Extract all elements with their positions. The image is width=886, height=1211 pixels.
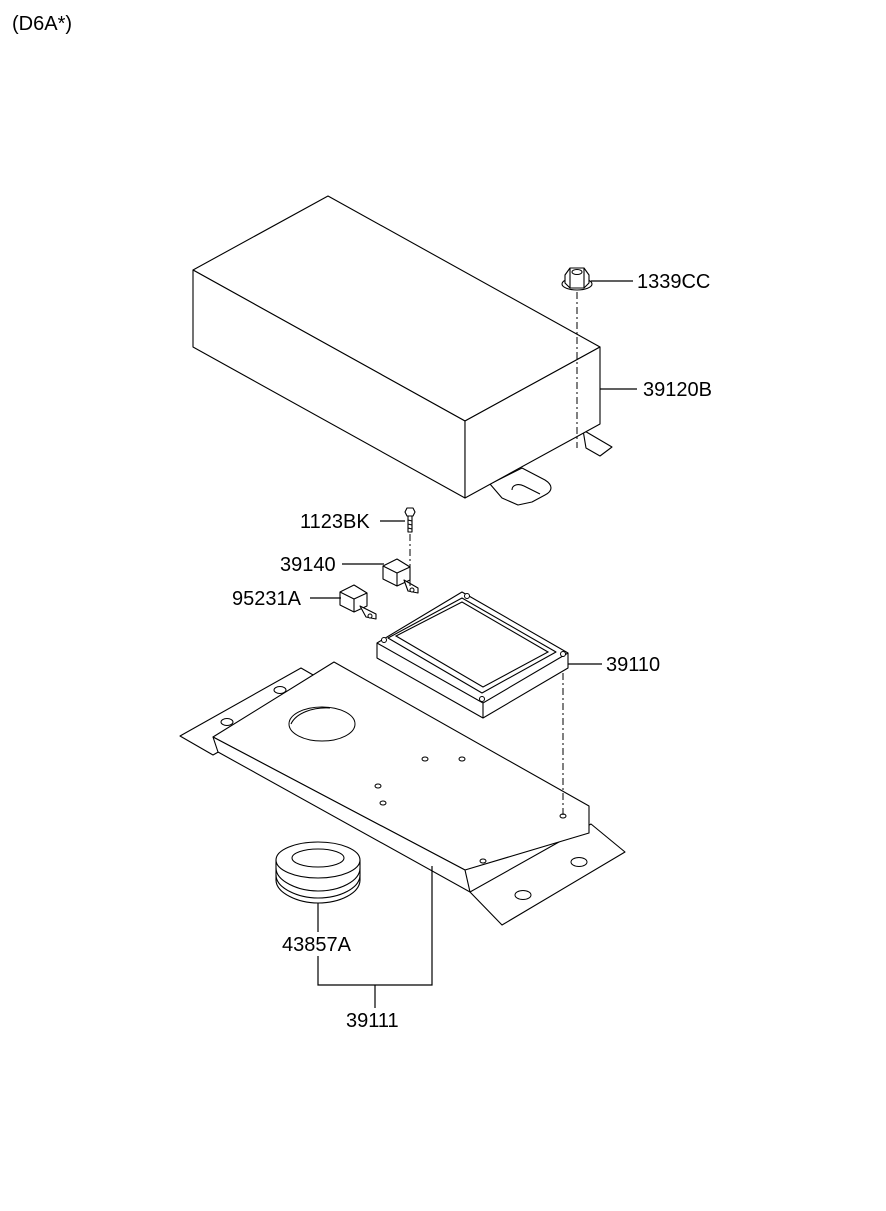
relay-connector[interactable] (339, 584, 377, 620)
flange-nut[interactable] (561, 267, 593, 291)
mounting-bracket[interactable] (179, 661, 626, 926)
label-43857a: 43857A (282, 934, 352, 956)
relay[interactable] (382, 558, 419, 594)
label-39110: 39110 (606, 654, 660, 676)
cover-mounting-tab-right (582, 429, 613, 457)
label-39120b: 39120B (643, 379, 712, 401)
label-1339cc: 1339CC (637, 271, 710, 293)
cover-mounting-tab-front (489, 467, 552, 506)
bolt[interactable] (404, 507, 416, 533)
label-39140: 39140 (280, 554, 336, 576)
label-95231a: 95231A (232, 588, 302, 610)
grommet[interactable] (275, 841, 361, 904)
engine-code-label: (D6A*) (12, 13, 72, 35)
label-1123bk: 1123BK (300, 511, 370, 533)
ecu-module[interactable] (376, 591, 569, 719)
label-39111: 39111 (346, 1010, 399, 1032)
cover-tab-slot (511, 484, 541, 495)
control-unit-cover[interactable] (192, 195, 613, 506)
